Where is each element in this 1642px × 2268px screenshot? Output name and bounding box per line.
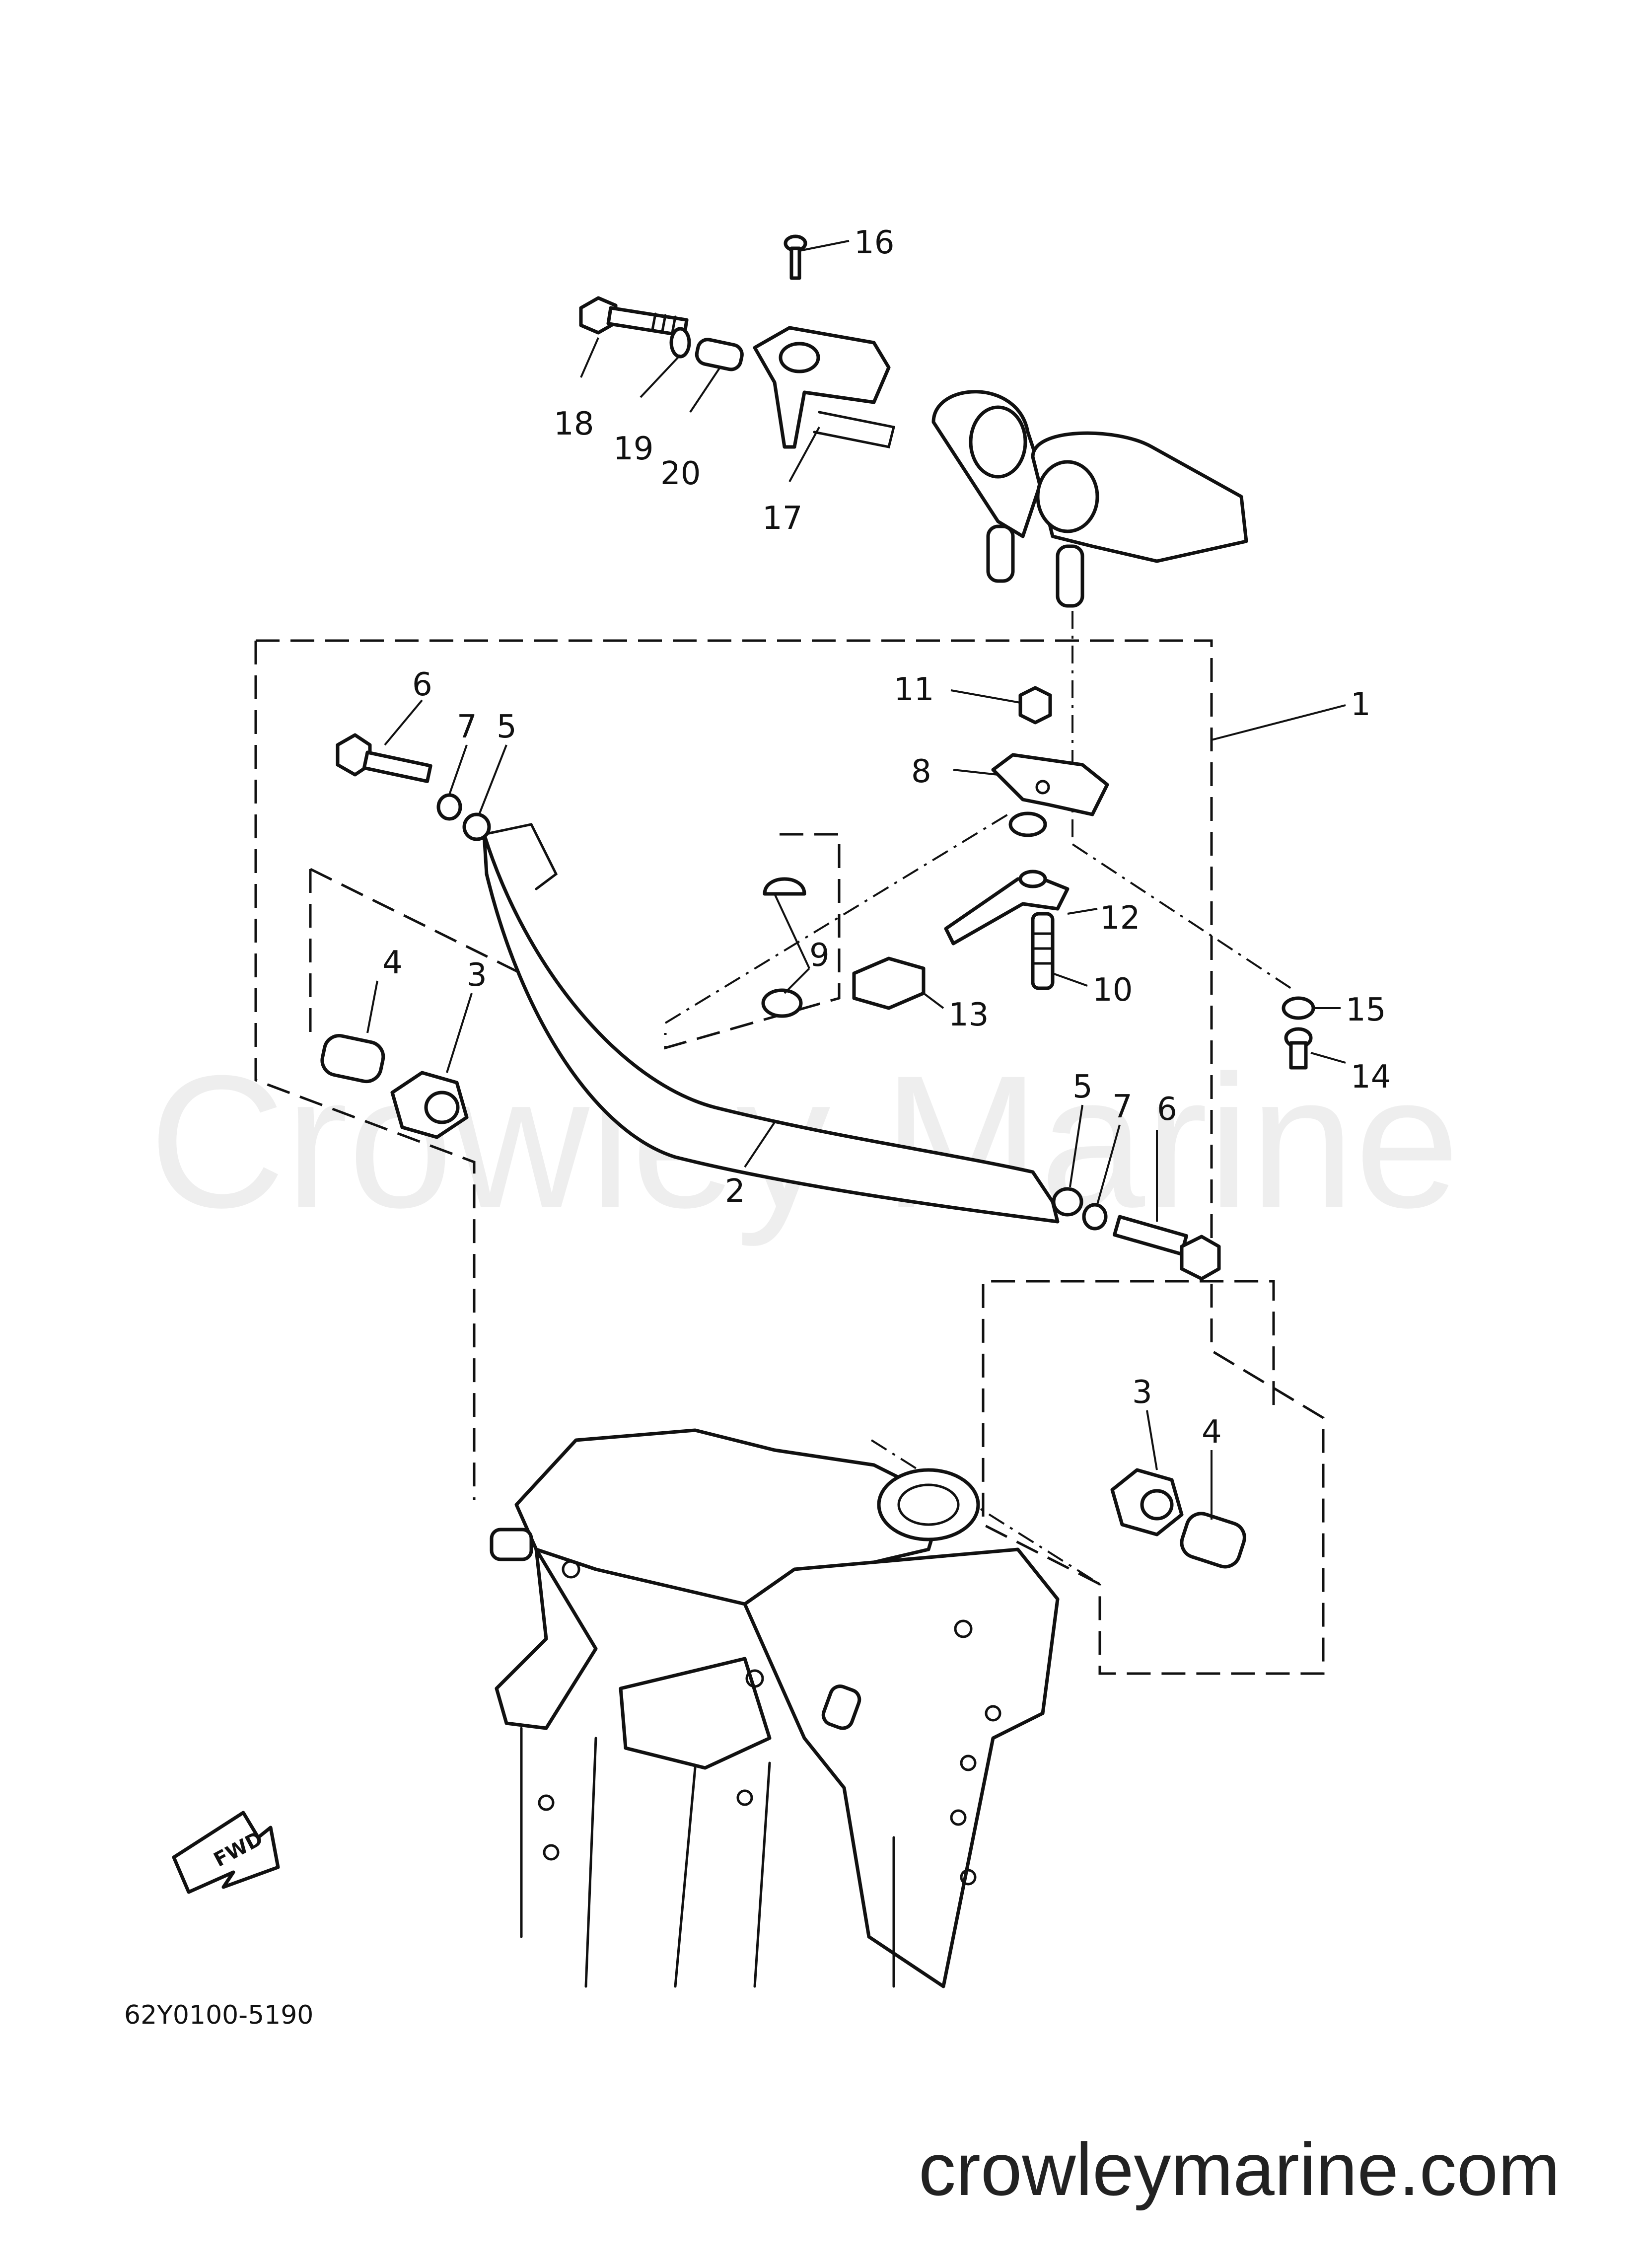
link-mid-panel	[664, 833, 841, 1050]
swivel-bracket	[490, 1428, 1060, 1988]
part-9-grommet	[761, 877, 806, 1018]
part-5-washer-right	[1052, 1187, 1083, 1217]
fwd-arrow-icon: FWD	[172, 1811, 280, 1894]
leader-lines	[366, 240, 1346, 1520]
callout-7-right: 7	[1112, 1089, 1133, 1125]
callout-14: 14	[1351, 1059, 1391, 1096]
callout-3-right: 3	[1132, 1374, 1152, 1411]
part-4-bushing-right	[1180, 1512, 1246, 1569]
callout-labels: 16 18 19 20 17 11 8 1 9 12 10 13 15 14 6…	[382, 224, 1391, 1451]
part-20-collar	[695, 338, 744, 371]
part-5-washer-left	[462, 812, 491, 841]
part-15-washer	[1282, 996, 1315, 1020]
callout-1: 1	[1351, 686, 1371, 723]
assembly-outline	[254, 639, 1325, 1675]
callout-20: 20	[660, 455, 701, 492]
callout-3-left: 3	[467, 957, 487, 994]
part-3-nut-left	[390, 1071, 469, 1139]
part-3-nut-right	[1110, 1468, 1184, 1536]
callout-10: 10	[1092, 972, 1133, 1009]
callout-9: 9	[809, 937, 830, 974]
callout-6-left: 6	[412, 666, 432, 703]
axis-plate-to-bolt	[1071, 843, 1292, 989]
part-7-washer-left	[436, 793, 462, 821]
part-6-bolt-right	[1113, 1215, 1221, 1281]
callout-7-left: 7	[457, 709, 477, 745]
part-11-nut	[1018, 686, 1052, 725]
callout-18: 18	[554, 406, 594, 442]
callout-15: 15	[1346, 992, 1386, 1028]
part-7-washer-right	[1082, 1203, 1108, 1231]
callout-12: 12	[1100, 900, 1140, 937]
callout-5-right: 5	[1072, 1069, 1093, 1105]
part-10-pin	[1031, 912, 1055, 990]
part-4-bushing-left	[320, 1034, 385, 1084]
website-url: crowleymarine.com	[919, 2127, 1560, 2211]
part-12-lever	[944, 870, 1070, 946]
part-8-plate	[991, 753, 1109, 837]
part-2-bar	[482, 823, 1060, 1224]
callout-2: 2	[725, 1173, 745, 1210]
part-16-clamp-bracket	[753, 326, 896, 449]
part-13-pad	[852, 956, 926, 1010]
assembly-outline-right	[982, 1280, 1275, 1586]
part-14-bolt	[1284, 1027, 1313, 1070]
callout-4-right: 4	[1202, 1414, 1222, 1451]
part-18-bolt	[579, 296, 689, 338]
callout-4-left: 4	[382, 945, 403, 981]
drawing-code: 62Y0100-5190	[124, 2000, 313, 2030]
callout-17: 16	[854, 224, 894, 261]
steering-arm	[931, 390, 1248, 608]
axis-bracket-to-pin	[664, 813, 1009, 1024]
callout-13: 13	[948, 997, 989, 1033]
callout-5-left: 5	[497, 709, 517, 745]
callout-6-right: 6	[1157, 1091, 1177, 1128]
callout-11: 11	[894, 671, 934, 708]
part-19-washer	[669, 327, 691, 359]
callout-8: 8	[911, 753, 931, 790]
axis-stud	[870, 1439, 1101, 1585]
link-left-bushing	[309, 868, 553, 1033]
part-17-screw	[784, 234, 807, 280]
part-6-bolt-left	[336, 733, 432, 783]
callout-19: 19	[613, 431, 653, 467]
callout-16: 17	[762, 500, 802, 537]
